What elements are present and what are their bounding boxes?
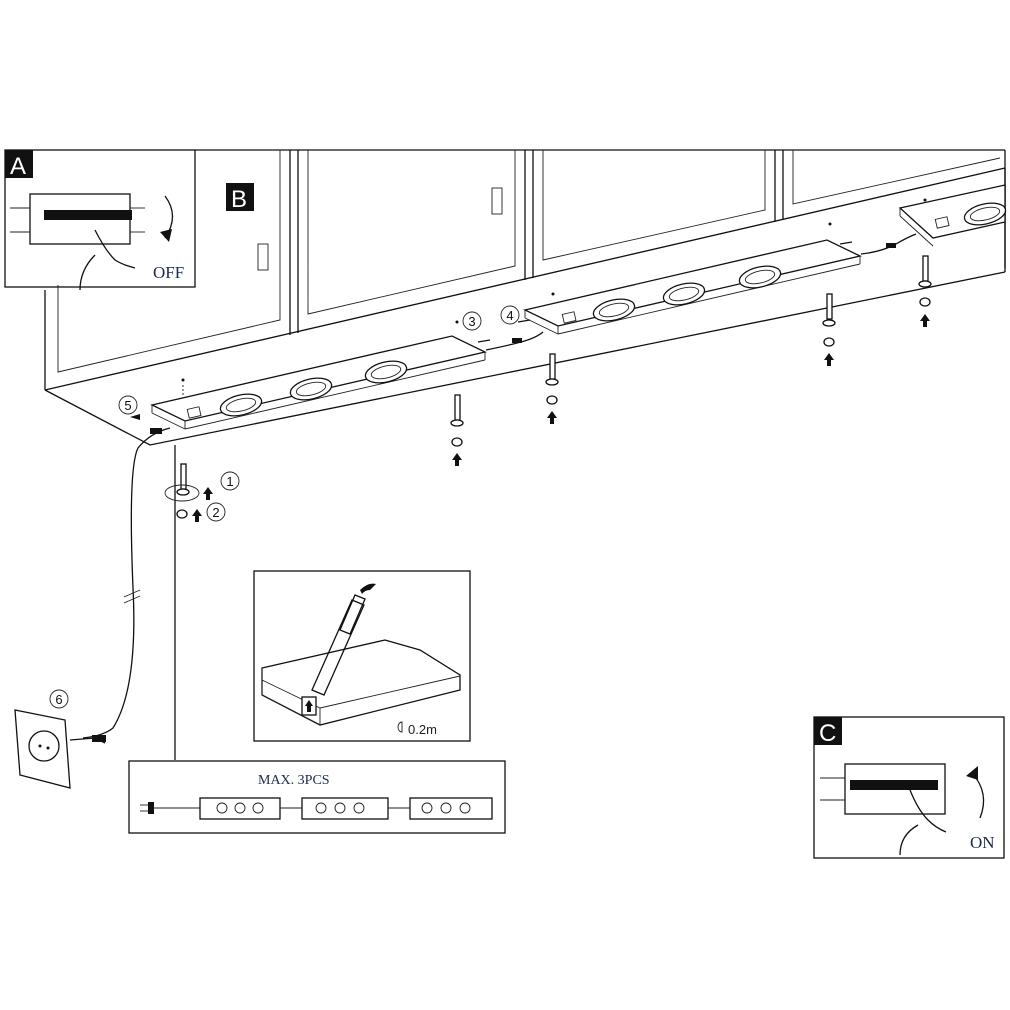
breaker-panel-icon (10, 193, 145, 245)
svg-text:1: 1 (226, 474, 233, 489)
step-2: 2 (206, 502, 226, 522)
light-strip-2 (523, 239, 862, 335)
power-cable (82, 414, 171, 739)
max-chain-panel: MAX. 3PCS (128, 760, 506, 834)
max-pcs-label: MAX. 3PCS (258, 773, 330, 788)
svg-text:B: B (231, 186, 247, 213)
screwdriver-detail-panel: 0.2m (253, 570, 471, 742)
svg-text:A: A (10, 153, 26, 180)
panel-a: A OFF (4, 149, 196, 291)
step-6: 6 (49, 689, 69, 709)
light-strip-3 (898, 184, 1007, 247)
chain-light-3 (409, 797, 493, 820)
svg-text:4: 4 (506, 308, 513, 323)
hand-icon (899, 789, 947, 856)
step-3: 3 (462, 311, 482, 331)
screws (164, 198, 932, 522)
svg-text:ON: ON (970, 833, 995, 852)
step-5: 5 (118, 395, 138, 415)
connector-cables (477, 233, 917, 351)
svg-text:3: 3 (468, 314, 475, 329)
breaker-panel-icon (820, 763, 946, 815)
svg-text:2: 2 (212, 505, 219, 520)
step-markers: 1 2 3 4 5 6 (49, 305, 520, 709)
panel-b-label: B (226, 183, 254, 213)
distance-label: 0.2m (408, 722, 437, 737)
chain-light-1 (199, 797, 281, 820)
panel-c: C ON (813, 716, 1005, 859)
light-strip-1 (150, 335, 487, 430)
svg-text:6: 6 (55, 692, 62, 707)
svg-text:OFF: OFF (153, 263, 184, 282)
step-1: 1 (220, 471, 240, 491)
chain-light-2 (301, 797, 389, 820)
plug-icon (148, 802, 154, 814)
svg-text:5: 5 (124, 398, 131, 413)
wall-socket-icon (14, 709, 106, 789)
step-4: 4 (500, 305, 520, 325)
hand-icon (79, 229, 136, 291)
svg-text:C: C (819, 720, 836, 747)
cabinet (44, 149, 1006, 760)
